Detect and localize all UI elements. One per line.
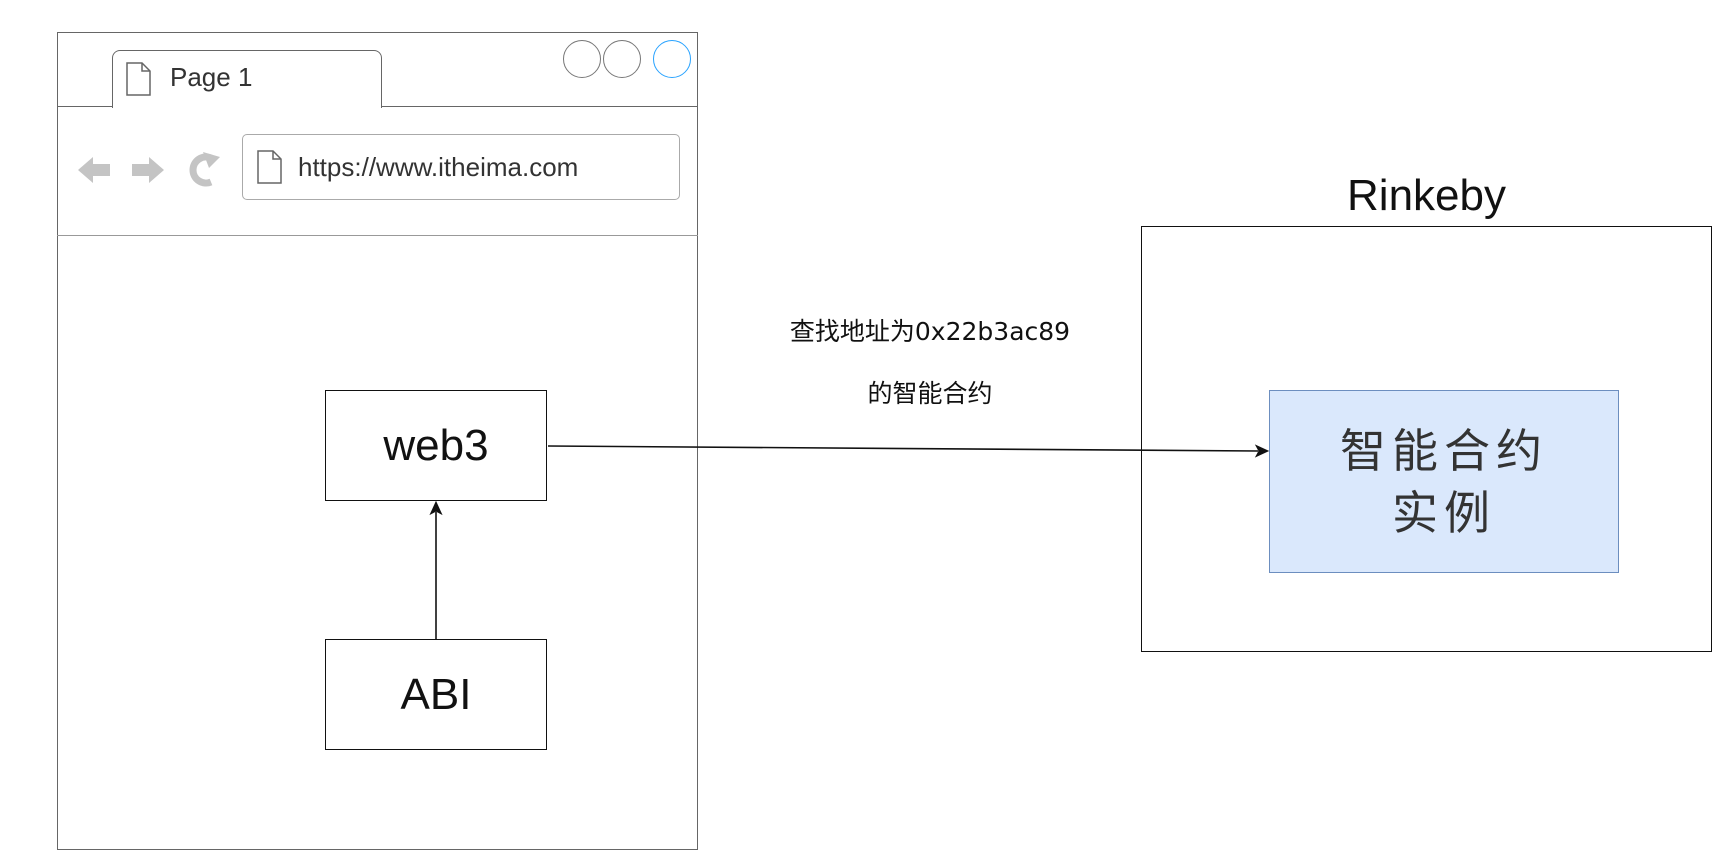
- minimize-button[interactable]: [563, 40, 601, 78]
- web3-label: web3: [383, 420, 489, 470]
- document-icon: [257, 150, 282, 184]
- tab-document-icon: [126, 62, 151, 96]
- contract-instance-node: 智能合约 实例: [1269, 390, 1619, 573]
- back-arrow-icon[interactable]: [78, 157, 110, 183]
- tab-title: Page 1: [170, 62, 253, 92]
- toolbar-divider: [57, 235, 698, 236]
- contract-instance-label: 智能合约 实例: [1340, 420, 1548, 544]
- web3-node: web3: [325, 390, 547, 501]
- address-bar[interactable]: [242, 134, 680, 200]
- contract-label-line2: 实例: [1392, 485, 1496, 540]
- refresh-icon[interactable]: [189, 152, 220, 187]
- browser-tab[interactable]: [112, 50, 382, 108]
- abi-label: ABI: [400, 669, 472, 719]
- network-title: Rinkeby: [1347, 171, 1506, 220]
- contract-label-line1: 智能合约: [1340, 423, 1548, 478]
- navigation-buttons: [78, 152, 220, 187]
- forward-arrow-icon[interactable]: [132, 157, 164, 183]
- edge-label-line1: 查找地址为0x22b3ac89: [789, 317, 1071, 346]
- maximize-button[interactable]: [603, 40, 641, 78]
- edge-label-line2: 的智能合约: [867, 379, 993, 408]
- abi-node: ABI: [325, 639, 547, 750]
- close-button[interactable]: [653, 40, 691, 78]
- address-url[interactable]: https://www.itheima.com: [298, 152, 579, 182]
